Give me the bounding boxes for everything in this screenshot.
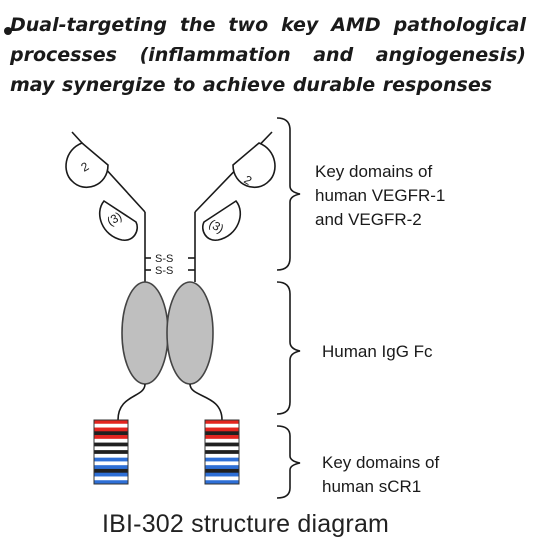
left-domain-2: [65, 142, 109, 188]
left-fc-oval: [121, 281, 169, 385]
stripe-band: [94, 438, 128, 443]
stripe-band: [205, 453, 239, 458]
stripe-band: [205, 472, 239, 477]
heading-text: Dual-targeting the two key AMD pathologi…: [10, 14, 526, 96]
stripe-band: [94, 446, 128, 451]
stripe-band: [94, 450, 128, 455]
stripe-band: [205, 457, 239, 462]
stripe-band: [94, 480, 128, 485]
stripe-band: [205, 480, 239, 485]
brace-vegfr: [276, 117, 301, 271]
stripe-band: [94, 427, 128, 432]
right-domain-2: [232, 142, 276, 188]
stripe-band: [94, 472, 128, 477]
right-scr1-stripes: [204, 419, 240, 485]
right-linker: [189, 383, 223, 421]
disulfide-label-1: S-S: [155, 253, 173, 265]
stripe-band: [205, 427, 239, 432]
stripe-band: [94, 423, 128, 428]
stripe-band: [205, 446, 239, 451]
stripe-band: [205, 438, 239, 443]
right-domain-3: [202, 199, 242, 241]
callout-vegfr: Key domains of human VEGFR-1 and VEGFR-2: [315, 162, 446, 229]
diagram-caption: IBI-302 structure diagram: [102, 510, 390, 538]
stripe-band: [205, 476, 239, 481]
stripe-block-border: [93, 419, 129, 485]
stripe-band: [94, 468, 128, 474]
stripe-band: [205, 461, 239, 466]
stripe-band: [94, 453, 128, 458]
brace-fc: [276, 281, 301, 415]
stripe-band: [94, 420, 128, 425]
stripe-band: [205, 465, 239, 470]
left-domain-3-label: (3): [105, 209, 125, 228]
stripe-band: [94, 476, 128, 481]
stripe-band: [205, 435, 239, 440]
callout-scr1: Key domains of human sCR1: [322, 453, 440, 496]
stripe-band: [94, 435, 128, 440]
stripe-band: [94, 457, 128, 462]
stripe-band: [205, 423, 239, 428]
left-scr1-stripes: [93, 419, 129, 485]
disulfide-label-2: S-S: [155, 265, 173, 277]
stripe-block-border: [204, 419, 240, 485]
stripe-band: [94, 461, 128, 466]
stripe-band: [205, 450, 239, 455]
stripe-band: [205, 468, 239, 474]
stripe-band: [205, 431, 239, 436]
stripe-band: [205, 442, 239, 447]
heading: Dual-targeting the two key AMD pathologi…: [4, 10, 526, 100]
stripe-band: [94, 465, 128, 470]
left-linker: [117, 383, 146, 421]
bullet-dot: [4, 27, 12, 35]
right-fc-oval: [166, 281, 214, 385]
stripe-band: [205, 420, 239, 425]
callout-fc: Human IgG Fc: [322, 342, 433, 361]
left-domain-3: [98, 199, 138, 241]
stripe-band: [94, 442, 128, 447]
right-domain-3-label: (3): [207, 216, 227, 235]
stripe-band: [94, 431, 128, 436]
brace-scr1: [276, 425, 301, 499]
